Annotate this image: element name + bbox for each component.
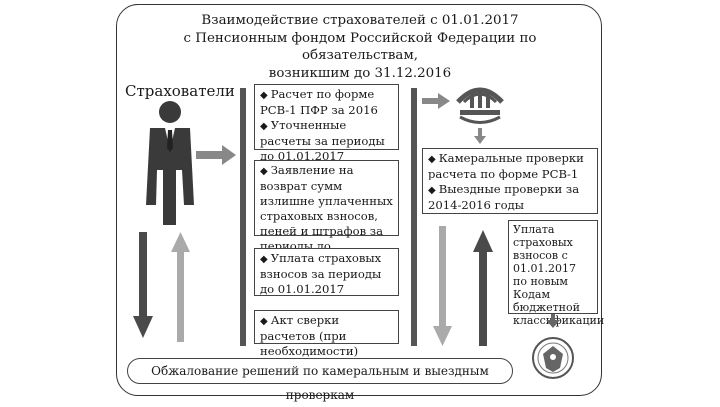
- bullet-icon: ◆: [260, 254, 268, 265]
- fns-emblem-icon: [532, 337, 574, 379]
- actors-label: Страхователи: [125, 82, 235, 100]
- arrow-up-icon: [171, 232, 190, 342]
- arrow-down-icon: [133, 232, 153, 338]
- appeal-box: Обжалование решений по камеральным и вые…: [127, 358, 513, 402]
- arrow-down-icon: [546, 314, 560, 328]
- left-item-4: ◆Уплата страховых взносов за периоды до …: [254, 248, 399, 296]
- arrow-up-icon: [473, 230, 493, 346]
- left-item-5-text: Акт сверки расчетов (при необходимости): [260, 313, 359, 358]
- bullet-icon: ◆: [260, 121, 268, 132]
- title-line-3: возникшим до 31.12.2016: [268, 65, 452, 81]
- bullet-icon: ◆: [260, 166, 268, 177]
- left-item-5: ◆Акт сверки расчетов (при необходимости): [254, 310, 399, 358]
- left-divider-bar: [240, 88, 246, 346]
- bullet-icon: ◆: [428, 154, 436, 165]
- right-divider-bar: [411, 88, 417, 346]
- arrow-down-icon: [474, 128, 486, 144]
- left-item-2: ◆Уточненные расчеты за периоды до 01.01.…: [254, 116, 399, 163]
- right-item-2-text: Выездные проверки за 2014-2016 годы: [428, 182, 580, 212]
- pfr-logo-icon: [456, 87, 504, 124]
- businessman-icon: [146, 101, 194, 225]
- arrow-down-icon: [433, 226, 452, 346]
- arrow-right-icon: [422, 93, 450, 109]
- arrow-right-icon: [196, 145, 236, 165]
- left-item-4-text: Уплата страховых взносов за периоды до 0…: [260, 251, 382, 296]
- title-line-1: Взаимодействие страхователей с 01.01.201…: [201, 13, 519, 28]
- bullet-icon: ◆: [260, 90, 268, 101]
- kbk-note: Уплата страховых взносов с 01.01.2017 по…: [508, 220, 604, 327]
- bullet-icon: ◆: [428, 185, 436, 196]
- title-line-2: с Пенсионным фондом Российской Федерации…: [183, 30, 537, 64]
- left-item-2-text: Уточненные расчеты за периоды до 01.01.2…: [260, 118, 385, 163]
- kbk-note-text: Уплата страховых взносов с 01.01.2017 по…: [513, 223, 605, 327]
- bullet-icon: ◆: [260, 316, 268, 327]
- appeal-text: Обжалование решений по камеральным и вые…: [151, 364, 489, 402]
- right-item-2: ◆Выездные проверки за 2014-2016 годы: [422, 180, 598, 214]
- diagram-title: Взаимодействие страхователей с 01.01.201…: [130, 12, 590, 82]
